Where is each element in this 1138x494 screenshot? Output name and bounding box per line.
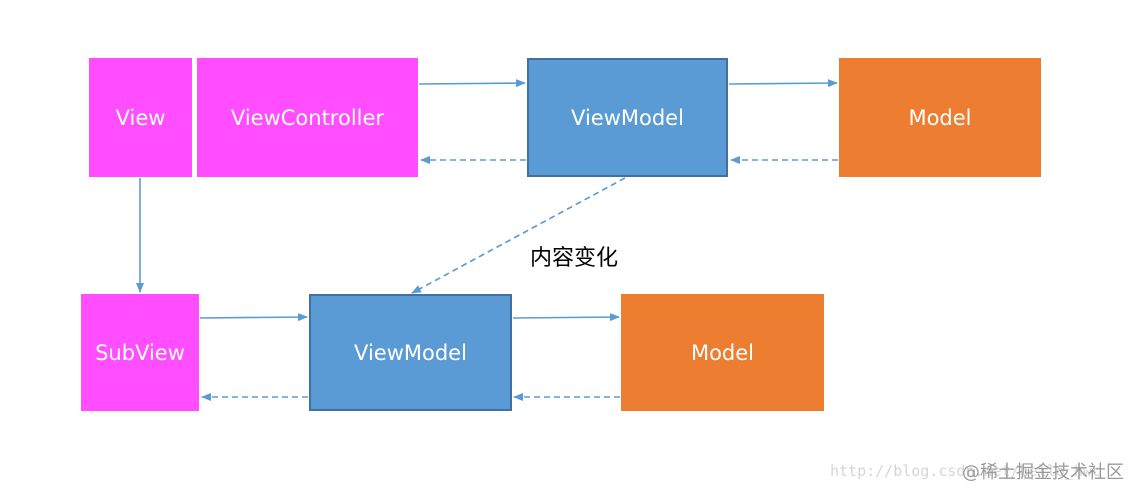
node-model-top: Model — [839, 58, 1041, 177]
node-sub-view: SubView — [81, 294, 199, 411]
node-view-controller: ViewController — [197, 58, 418, 177]
arrow-viewcontroller-to-viewmodel — [418, 79, 526, 88]
node-view: View — [89, 58, 192, 177]
node-view-controller-label: ViewController — [230, 105, 385, 130]
node-view-label: View — [115, 105, 166, 130]
arrow-viewmodel-to-viewmodel-dashed — [411, 177, 626, 294]
node-sub-view-label: SubView — [95, 340, 185, 365]
arrow-viewmodel-to-model — [728, 79, 838, 88]
node-model-bottom-label: Model — [690, 340, 755, 365]
node-model-top-label: Model — [908, 105, 972, 130]
arrow-viewmodel-to-model-bottom — [512, 313, 620, 322]
watermark-url: http://blog.csdn.net/hello_hwc — [830, 462, 1101, 480]
edge-label-content-change: 内容变化 — [530, 246, 619, 271]
node-view-model-top: ViewModel — [527, 58, 728, 177]
node-model-bottom: Model — [621, 294, 824, 411]
node-view-model-top-label: ViewModel — [571, 105, 684, 130]
node-view-model-bottom-label: ViewModel — [354, 340, 467, 365]
arrow-subview-to-viewmodel — [199, 313, 308, 322]
node-view-model-bottom: ViewModel — [309, 294, 512, 411]
watermark-site: @稀土掘金技术社区 — [962, 462, 1124, 483]
watermark: http://blog.csdn.net/hello_hwc @稀土掘金技术社区 — [830, 462, 1130, 484]
